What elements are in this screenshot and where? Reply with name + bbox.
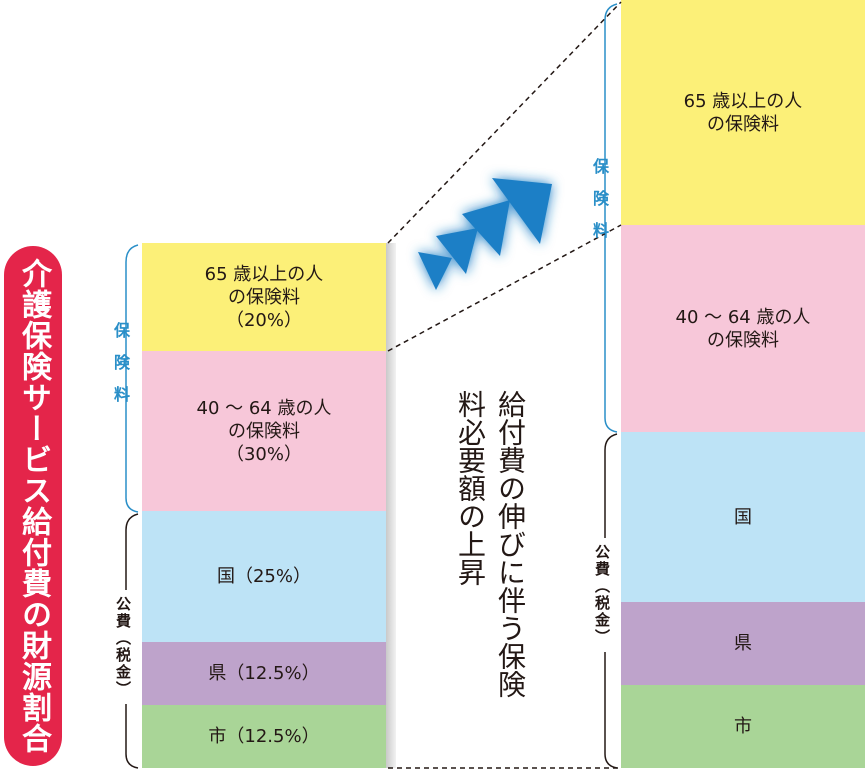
- left-premium-label: 保険料: [111, 322, 130, 418]
- right-block-prefecture: 県: [621, 602, 865, 685]
- right-block-65-plus: 65 歳以上の人 の保険料: [621, 0, 865, 225]
- dashed-connector-top: [387, 1, 622, 244]
- center-caption: 給付費の伸びに伴う保険料必要額の上昇: [454, 390, 527, 698]
- left-block-city: 市（12.5%）: [142, 705, 386, 768]
- right-block-40-64: 40 ～ 64 歳の人 の保険料: [621, 225, 865, 432]
- growth-arrows-icon: [418, 178, 552, 290]
- left-block-prefecture: 県（12.5%）: [142, 642, 386, 705]
- left-premium-bracket: [125, 244, 139, 513]
- left-public-label: 公費（税金）: [113, 590, 134, 704]
- growth-arrow-medium: [436, 228, 478, 274]
- diagram-title: 介護保険サービス給付費の財源割合: [16, 258, 51, 754]
- right-public-label: 公費（税金）: [592, 538, 613, 652]
- dashed-connector-middle: [387, 224, 622, 352]
- left-block-40-64: 40 ～ 64 歳の人 の保険料 （30%）: [142, 351, 386, 511]
- growth-arrow-small: [418, 252, 452, 290]
- right-premium-label: 保険料: [590, 158, 609, 254]
- growth-arrow-large: [462, 200, 510, 256]
- left-block-65-plus: 65 歳以上の人 の保険料 （20%）: [142, 243, 386, 351]
- left-column-shadow: [386, 243, 396, 768]
- growth-arrow-xlarge: [492, 178, 552, 244]
- right-block-national: 国: [621, 432, 865, 602]
- left-block-national: 国（25%）: [142, 511, 386, 642]
- right-premium-bracket: [604, 3, 618, 433]
- title-badge: 介護保険サービス給付費の財源割合: [4, 246, 62, 766]
- right-block-city: 市: [621, 685, 865, 768]
